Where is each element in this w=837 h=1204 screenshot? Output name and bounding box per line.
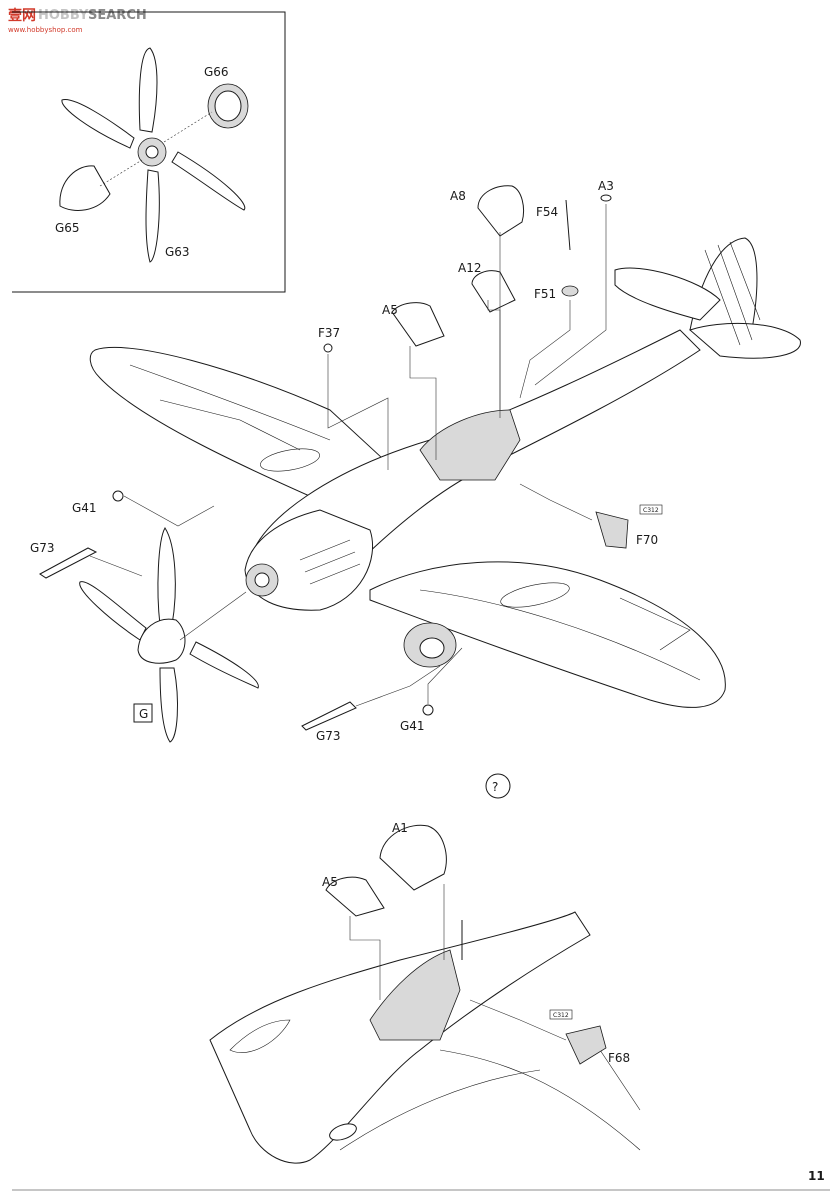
watermark-logo: 壹网 HOBBY SEARCH www.hobbyshop.com	[8, 7, 147, 34]
option-marker: ?	[492, 780, 498, 794]
page-number: 11	[808, 1169, 825, 1183]
label-g41-upper: G41	[72, 501, 97, 515]
inset-frame	[12, 11, 286, 293]
label-f51: F51	[534, 287, 556, 301]
label-a5-lower: A5	[322, 875, 338, 889]
label-a12: A12	[458, 261, 481, 275]
label-g73-lower: G73	[316, 729, 341, 743]
watermark-brand-en: SEARCH	[88, 8, 147, 23]
label-g66: G66	[204, 65, 229, 79]
decal-code-lower: C312	[553, 1012, 569, 1019]
inset-propeller	[59, 47, 249, 263]
label-f70: F70	[636, 533, 658, 547]
label-g73-upper: G73	[30, 541, 55, 555]
subassembly-code: G	[139, 707, 148, 721]
label-g63: G63	[165, 245, 190, 259]
label-f37: F37	[318, 326, 340, 340]
label-a5: A5	[382, 303, 398, 317]
subassembly-box	[133, 703, 153, 723]
decal-code-box-lower	[549, 1009, 573, 1020]
watermark-prefix: HOBBY	[38, 8, 89, 23]
main-aircraft	[89, 237, 801, 708]
main-propeller	[79, 527, 259, 743]
lower-detail-aircraft	[209, 824, 641, 1164]
label-f54: F54	[536, 205, 558, 219]
leader-lines-main	[89, 204, 607, 707]
label-g41-lower: G41	[400, 719, 425, 733]
watermark-brand-cn: 壹网	[8, 7, 36, 24]
watermark-url: www.hobbyshop.com	[8, 26, 83, 34]
decal-code-box	[639, 504, 663, 515]
label-a8: A8	[450, 189, 466, 203]
label-g65: G65	[55, 221, 80, 235]
label-f68: F68	[608, 1051, 630, 1065]
decal-code-main: C312	[643, 507, 659, 514]
label-a3: A3	[598, 179, 614, 193]
small-parts	[39, 185, 629, 731]
option-marker-circle	[485, 773, 511, 799]
label-a1: A1	[392, 821, 408, 835]
